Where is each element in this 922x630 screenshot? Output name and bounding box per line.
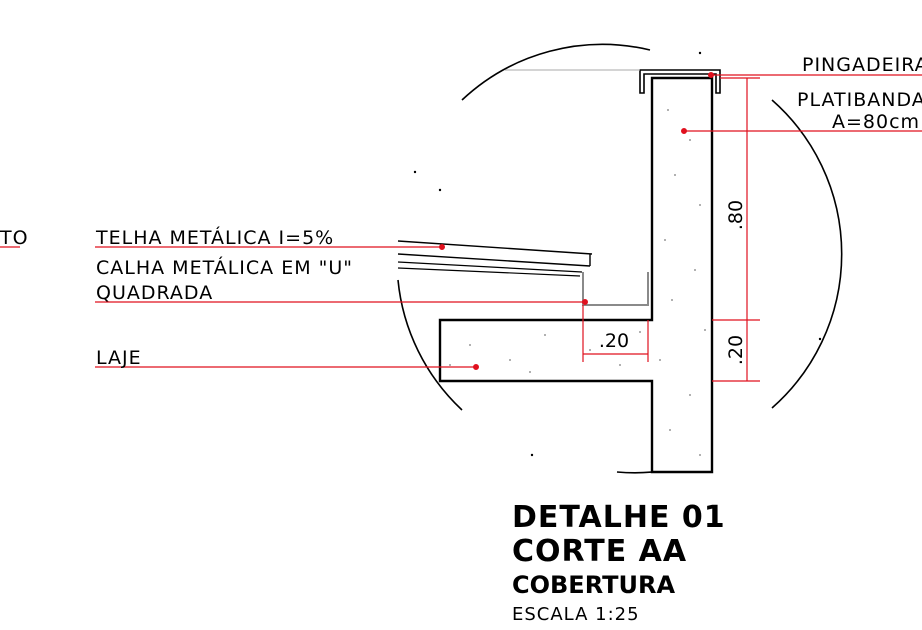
u-gutter xyxy=(582,272,649,306)
detail-circle-arc-left xyxy=(397,279,463,411)
telha-sheet-top xyxy=(397,240,593,255)
dim-slab-thickness: .20 xyxy=(725,335,747,365)
telha-sheet-lower-a xyxy=(397,261,583,273)
detail-circle-arc-right xyxy=(771,99,843,409)
subtitle: CORTE AA xyxy=(512,534,687,569)
label-pingadeira: PINGADEIRA xyxy=(802,54,922,76)
dim-gutter-width: .20 xyxy=(599,330,629,352)
section-name: COBERTURA xyxy=(512,571,675,599)
label-laje: LAJE xyxy=(96,347,142,369)
detail-circle-arc-top xyxy=(461,43,651,101)
label-platibanda-line1: PLATIBANDA xyxy=(797,89,922,111)
label-calha-line1: CALHA METÁLICA EM "U" xyxy=(96,256,353,279)
telha-sheet-bottom xyxy=(397,253,591,267)
label-left-edge: TO xyxy=(0,227,29,249)
label-platibanda-line2: A=80cm xyxy=(832,111,920,133)
label-telha: TELHA METÁLICA I=5% xyxy=(95,226,334,249)
concrete-outline xyxy=(438,76,714,474)
title: DETALHE 01 xyxy=(512,500,726,535)
scale-label: ESCALA 1:25 xyxy=(512,604,640,625)
label-calha-line2: QUADRADA xyxy=(96,282,213,304)
leaders xyxy=(0,71,922,382)
dim-parapet-height: .80 xyxy=(725,200,747,230)
telha-sheet-lower-b xyxy=(397,267,581,277)
concrete-texture xyxy=(449,109,706,456)
drawing-points xyxy=(413,51,822,457)
